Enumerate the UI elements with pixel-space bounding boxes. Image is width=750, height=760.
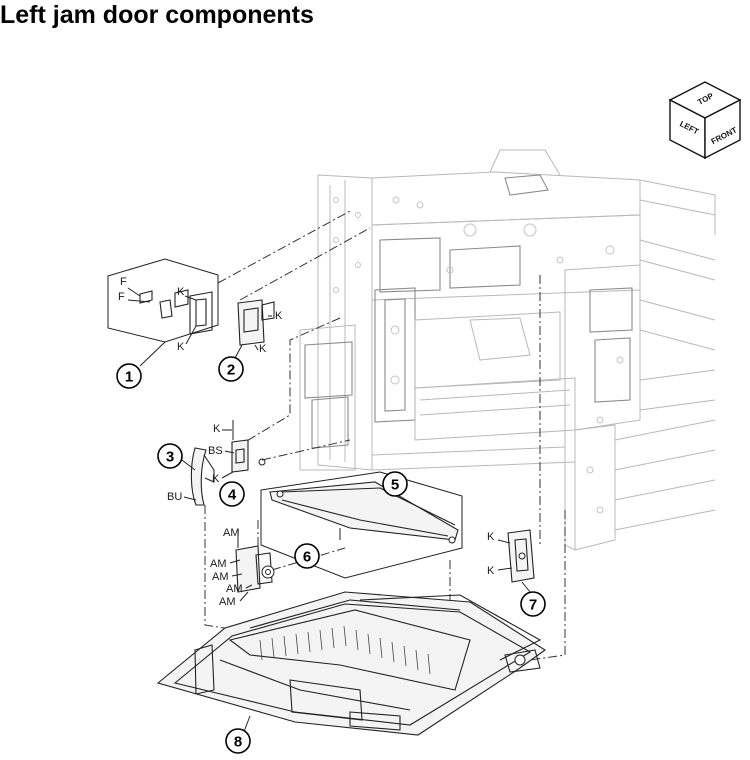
- label-f-upper: F: [120, 276, 127, 288]
- part-4-small-bracket: K BS K: [208, 420, 266, 485]
- callout-6: 6: [294, 543, 320, 569]
- svg-text:6: 6: [303, 549, 311, 566]
- svg-text:5: 5: [391, 477, 399, 494]
- part-2-bracket: K K: [233, 299, 283, 361]
- label-k-part7-lower: K: [487, 565, 495, 577]
- callout-7: 7: [520, 591, 546, 617]
- leader-lines: [204, 209, 566, 661]
- label-k-part1-lower: K: [177, 341, 185, 353]
- label-k-part2-upper: K: [275, 310, 283, 322]
- svg-text:2: 2: [227, 362, 235, 379]
- part-3-lever: BU: [167, 447, 215, 506]
- part-1-latch-assembly: F F K K: [107, 258, 219, 367]
- printer-frame-drawing: [299, 149, 716, 551]
- orientation-cube-icon: TOP LEFT FRONT: [668, 81, 742, 160]
- svg-text:7: 7: [529, 597, 537, 614]
- part-8-left-jam-door: [156, 591, 546, 743]
- callout-8: 8: [225, 728, 251, 754]
- part-6-gear-bracket: AM AM AM AM AM: [210, 527, 275, 608]
- label-bs: BS: [208, 445, 223, 457]
- callout-3: 3: [157, 443, 183, 469]
- label-am-5: AM: [219, 596, 236, 608]
- label-am-2: AM: [210, 558, 227, 570]
- callout-5: 5: [382, 471, 408, 497]
- part-5-guide-assembly: [260, 471, 463, 579]
- callout-1: 1: [116, 363, 142, 389]
- svg-text:8: 8: [234, 734, 242, 751]
- label-k-part1-upper: K: [177, 286, 185, 298]
- callout-4: 4: [219, 481, 245, 507]
- label-am-3: AM: [212, 571, 229, 583]
- svg-text:4: 4: [228, 487, 237, 504]
- label-k-part4-lower: K: [212, 473, 220, 485]
- label-am-4: AM: [226, 583, 243, 595]
- svg-text:1: 1: [125, 369, 133, 386]
- svg-text:3: 3: [166, 449, 174, 466]
- label-k-part2-lower: K: [259, 343, 267, 355]
- part-7-right-bracket: K K: [487, 529, 535, 593]
- label-k-part7-upper: K: [487, 531, 495, 543]
- callout-2: 2: [218, 356, 244, 382]
- label-k-part4-upper: K: [213, 423, 221, 435]
- label-f-lower: F: [118, 291, 125, 303]
- label-am-1: AM: [223, 527, 240, 539]
- label-bu: BU: [167, 491, 182, 503]
- page-title: Left jam door components: [0, 1, 314, 29]
